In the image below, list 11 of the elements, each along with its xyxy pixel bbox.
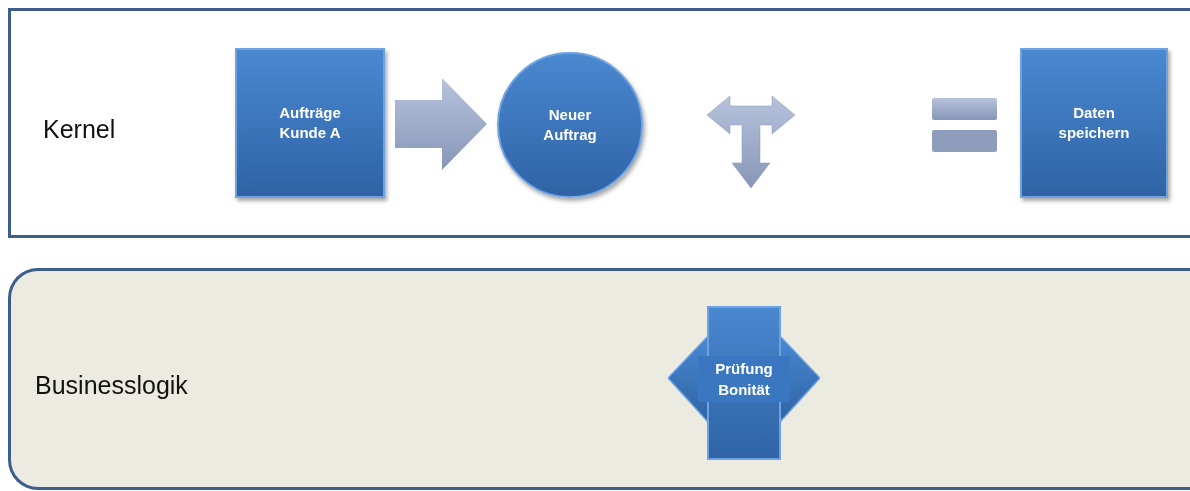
lane-label: Businesslogik bbox=[35, 371, 188, 400]
node-label: Neuer Auftrag bbox=[542, 104, 598, 145]
node-label: Daten speichern bbox=[1057, 102, 1131, 143]
process-box bbox=[235, 48, 385, 198]
swimlane-band bbox=[8, 268, 1190, 490]
block-arrow bbox=[395, 78, 487, 170]
lane-label: Kernel bbox=[43, 115, 116, 144]
node-label: Aufträge Kunde A bbox=[278, 102, 342, 143]
node-label: Prüfung Bonität bbox=[714, 359, 774, 400]
swimlane-band bbox=[8, 8, 1190, 238]
process-box bbox=[1020, 48, 1168, 198]
